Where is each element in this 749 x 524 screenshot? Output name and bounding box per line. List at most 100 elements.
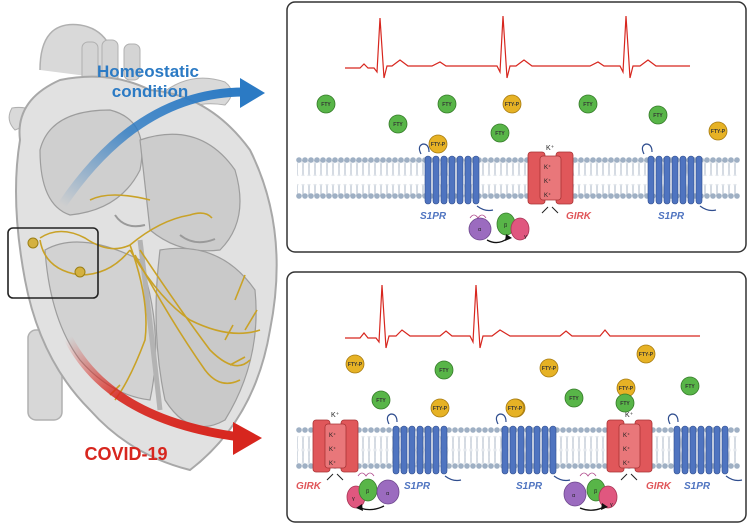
g-gamma-br: γ [610,502,613,508]
lipid-head [446,427,452,433]
lipid-head [476,463,482,469]
k-ion-top-in2: K⁺ [544,178,551,185]
lipid-head [602,157,608,163]
s1pr-helix [456,155,464,205]
lipid-head [392,157,398,163]
lipid-head [716,193,722,199]
lipid-head [296,157,302,163]
s1pr-helix [663,155,671,205]
fty-molecule [680,376,700,396]
fty-molecule [578,94,598,114]
lipid-head [710,157,716,163]
s1pr-helix [400,425,408,475]
lipid-head [578,193,584,199]
lipid-head [470,427,476,433]
lipid-head [296,427,302,433]
lipid-head [614,193,620,199]
lipid-head [638,157,644,163]
lipid-head [626,193,632,199]
k-ion-br-in3: K⁺ [623,460,630,467]
s1pr-helix [440,155,448,205]
lipid-head [602,463,608,469]
lipid-head [728,157,734,163]
lipid-head [344,193,350,199]
lipid-head [380,193,386,199]
lipid-head [566,427,572,433]
lipid-head [638,193,644,199]
lipid-head [560,463,566,469]
s1pr-receptor-top-left [418,143,494,212]
lipid-head [620,157,626,163]
lipid-head [308,157,314,163]
fty-label: FTY [439,368,449,374]
fty-molecule [434,360,454,380]
lipid-head [338,157,344,163]
fty-label: FTY [685,384,695,390]
lipid-head [662,427,668,433]
lipid-head [620,193,626,199]
lipid-head [590,463,596,469]
ecg-trace-covid [345,284,700,349]
lipid-head [350,193,356,199]
girk-channel-top: K⁺ K⁺ K⁺ K⁺ [527,145,574,214]
membrane-covid [297,430,737,466]
s1pr-helix [440,425,448,475]
lipid-head [668,427,674,433]
lipid-head [734,427,740,433]
lipid-head [506,193,512,199]
lipid-head [380,157,386,163]
k-ion-bl-in1: K⁺ [329,432,336,439]
lipid-head [470,463,476,469]
g-alpha-top: α [478,227,482,233]
lipid-head [410,157,416,163]
s1pr-helix [517,425,525,475]
g-beta-br: β [594,489,597,495]
s1pr-c-terminus [699,205,717,212]
sa-node [27,237,39,249]
lipid-head [368,463,374,469]
lipid-head [572,427,578,433]
girk-label-bl: GIRK [296,481,322,492]
s1pr-helix [689,425,697,475]
fty-label: FTY [583,102,593,108]
lipid-head [350,157,356,163]
lipid-head [356,193,362,199]
lipid-head [518,193,524,199]
lipid-head [392,193,398,199]
lipid-head [410,193,416,199]
lipid-head [632,157,638,163]
lipid-head [728,427,734,433]
lipid-head [416,157,422,163]
zoom-box [7,227,99,299]
s1pr-helix [472,155,480,205]
fty-p-molecule [505,398,525,418]
lipid-head [602,193,608,199]
lipid-head [482,157,488,163]
lipid-head [728,463,734,469]
s1pr-n-terminus [418,143,430,155]
k-ion-br-in2: K⁺ [623,446,630,453]
lipid-head [356,157,362,163]
s1pr-helix [695,155,703,205]
fty-label: FTY [569,396,579,402]
homeostatic-label-line1: Homeostatic [97,62,199,81]
covid-arrow [63,335,262,455]
s1pr-helix [705,425,713,475]
lipid-head [734,463,740,469]
s1pr-label-top-right: S1PR [658,211,685,222]
lipid-head [572,157,578,163]
lipid-head [362,193,368,199]
lipid-head [488,463,494,469]
lipid-head [596,427,602,433]
fty-molecule [437,94,457,114]
lipid-head [704,157,710,163]
lipid-head [308,463,314,469]
k-ion-br-in1: K⁺ [623,432,630,439]
k-ion-bl: K⁺ [331,412,340,419]
lipid-head [578,463,584,469]
fty-p-molecule [345,354,365,374]
lipid-head [386,193,392,199]
membrane-homeostatic [297,160,737,196]
lipid-head [656,427,662,433]
lipid-head [710,193,716,199]
